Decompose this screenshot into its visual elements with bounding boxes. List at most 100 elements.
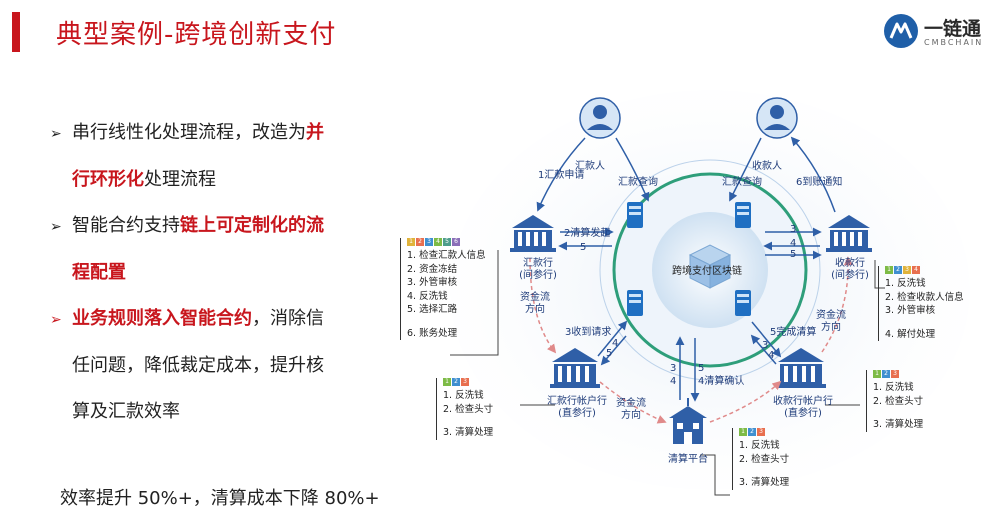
- note-line: 3. 清算处理: [443, 427, 494, 438]
- payee-account-bank-label: 收款行帐户行 (直参行): [773, 396, 833, 419]
- note-line: 1. 反洗钱: [873, 382, 914, 393]
- clearing-platform-label: 清算平台: [668, 454, 708, 465]
- bullet-text: 处理流程: [144, 169, 216, 190]
- clearing-platform-icon: [669, 398, 707, 444]
- bullet-line-3: ➢业务规则落入智能合约，消除信: [50, 296, 370, 343]
- remit-bank-label: 汇款行 (间参行): [519, 258, 557, 281]
- note-chip: 1: [443, 378, 451, 386]
- server-icon-br: [735, 290, 751, 316]
- fund-flow-left-label: 资金流 方向: [520, 292, 550, 315]
- fund-flow-arrows: [529, 256, 853, 424]
- blockchain-center-label: 跨境支付区块链: [672, 266, 742, 277]
- note-chip: 3: [461, 378, 469, 386]
- clearing-notes: 1 2 3 1. 反洗钱 2. 检查头寸 3. 清算处理: [732, 428, 819, 490]
- bullet-line-3-cont2: 算及汇款效率: [50, 389, 370, 435]
- bullet-highlight: 链上可定制化的流: [180, 215, 324, 236]
- note-chip: 1: [873, 370, 881, 378]
- fund-flow-right-label: 资金流 方向: [816, 310, 846, 333]
- bullet-text: ，消除信: [252, 308, 324, 329]
- note-chip: 4: [434, 238, 442, 246]
- payee-person-icon: [756, 97, 798, 139]
- note-line: 2. 检查收款人信息: [885, 291, 964, 303]
- note-spacer: [407, 317, 499, 327]
- server-icon-tl: [627, 202, 643, 228]
- note-line: 1. 反洗钱: [885, 278, 926, 289]
- logo-mark-icon: [884, 14, 918, 48]
- remit-bank-icon: [510, 215, 556, 252]
- payee-bank-icon: [826, 215, 872, 252]
- note-chip: 2: [452, 378, 460, 386]
- payee-bank-notes: 1 2 3 4 1. 反洗钱 2. 检查收款人信息 3. 外管审核 4. 解付处…: [878, 266, 985, 341]
- server-icon-bl: [627, 290, 643, 316]
- receive-request-label: 3收到请求: [565, 327, 612, 338]
- note-line: 4. 反洗钱: [407, 290, 448, 302]
- bullet-text: 串行线性化处理流程，改造为: [72, 122, 306, 143]
- note-chip: 3: [891, 370, 899, 378]
- bullet-line-1: ➢串行线性化处理流程，改造为并: [50, 110, 370, 157]
- remit-account-bank-notes: 1 2 3 1. 反洗钱 2. 检查头寸 3. 清算处理: [436, 378, 523, 440]
- note-line: 1. 反洗钱: [739, 440, 780, 451]
- efficiency-summary: 效率提升 50%+，清算成本下降 80%+: [60, 488, 380, 509]
- ring-nodes: [627, 202, 751, 316]
- step-4-lower-left-label: 4: [612, 338, 619, 349]
- note-chip: 3: [903, 266, 911, 274]
- note-spacer: [885, 318, 985, 328]
- note-line: 3. 外管审核: [407, 277, 458, 288]
- note-line: 2. 检查头寸: [873, 395, 924, 407]
- note-line: 3. 清算处理: [739, 477, 790, 488]
- payee-account-bank-notes: 1 2 3 1. 反洗钱 2. 检查头寸 3. 清算处理: [866, 370, 953, 432]
- fund-flow-bottom-label: 资金流 方向: [616, 398, 646, 421]
- note-line: 4. 解付处理: [885, 328, 936, 340]
- bullet-list: ➢串行线性化处理流程，改造为并 行环形化处理流程 ➢智能合约支持链上可定制化的流…: [50, 110, 370, 435]
- bullet-arrow-icon: ➢: [50, 312, 62, 328]
- bullet-highlight: 并: [306, 122, 324, 143]
- note-chip: 1: [885, 266, 893, 274]
- note-chip: 4: [912, 266, 920, 274]
- remit-bank-notes: 1 2 3 4 5 6 1. 检查汇款人信息 2. 资金冻结 3. 外管审核 4…: [400, 238, 499, 340]
- note-chip: 2: [748, 428, 756, 436]
- note-line: 1. 反洗钱: [443, 390, 484, 401]
- note-line: 2. 检查头寸: [443, 403, 494, 415]
- remitter-person-icon: [579, 97, 621, 139]
- note-spacer: [739, 466, 819, 476]
- remit-account-bank-label: 汇款行帐户行 (直参行): [547, 396, 607, 419]
- step-3-right-label: 3: [790, 224, 797, 235]
- note-line: 3. 清算处理: [873, 419, 924, 430]
- diagram-graphics: [450, 90, 970, 496]
- bullet-text: 任问题，降低裁定成本，提升核: [72, 355, 324, 376]
- bullet-arrow-icon: ➢: [50, 219, 62, 235]
- page-title: 典型案例-跨境创新支付: [56, 20, 337, 50]
- note-chip: 6: [452, 238, 460, 246]
- cmbchain-logo: 一链通 CMBCHAIN: [884, 12, 996, 48]
- finish-clearing-label: 5完成清算: [770, 327, 817, 338]
- bullet-line-2: ➢ 智能合约支持链上可定制化的流: [50, 203, 370, 250]
- note-line: 5. 选择汇路: [407, 304, 458, 315]
- step-5-center-label: 5: [698, 363, 705, 374]
- bullet-text: 算及汇款效率: [72, 401, 180, 422]
- logo-name: 一链通: [924, 18, 982, 40]
- payee-bank-label: 收款行 (间参行): [831, 258, 869, 281]
- bullet-text: 智能合约支持: [72, 215, 180, 236]
- server-icon-tr: [735, 202, 751, 228]
- note-spacer: [443, 416, 523, 426]
- remit-account-bank-icon: [550, 348, 600, 388]
- step-4-center-label: 4: [670, 376, 677, 387]
- step-5-right-label: 5: [790, 249, 797, 260]
- outer-ring: [599, 159, 821, 381]
- note-line: 2. 检查头寸: [739, 453, 790, 465]
- payee-account-bank-icon: [776, 348, 826, 388]
- step-5-left-label: 5: [580, 242, 587, 253]
- bullet-line-2-cont: 程配置: [50, 250, 370, 296]
- note-chip: 3: [757, 428, 765, 436]
- payee-label: 收款人: [752, 161, 782, 172]
- note-chip: 1: [407, 238, 415, 246]
- note-chip: 3: [425, 238, 433, 246]
- note-line: 6. 账务处理: [407, 327, 458, 339]
- bullet-highlight: 程配置: [72, 262, 126, 283]
- note-connectors: [450, 250, 885, 496]
- clearing-confirm-label: 4清算确认: [698, 376, 745, 387]
- step-5-lower-left-label: 5: [606, 348, 613, 359]
- title-accent-bar: [12, 12, 20, 52]
- step-4-right-label: 4: [790, 238, 797, 249]
